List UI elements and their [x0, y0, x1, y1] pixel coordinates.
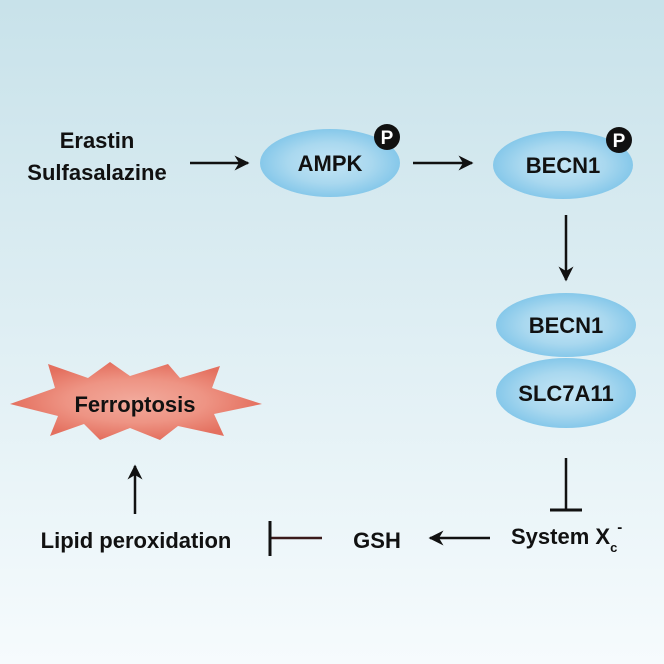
ferroptosis-label: Ferroptosis [74, 392, 195, 417]
complex-slc7a11-node [496, 358, 636, 428]
phospho-label: P [613, 131, 626, 152]
phospho-icon [606, 127, 632, 153]
phospho-icon [374, 124, 400, 150]
inhibit-complex-to-system-xc [550, 458, 582, 512]
ampk-label: AMPK [298, 151, 363, 176]
inducer-erastin: Erastin [60, 128, 135, 153]
gsh-label: GSH [353, 528, 401, 553]
complex-becn1-node [496, 293, 636, 357]
inducer-sulfasalazine: Sulfasalazine [27, 160, 166, 185]
inhibit-gsh-to-lipid-peroxidation [268, 521, 322, 556]
system-xc-label: System Xc- [511, 519, 622, 555]
becn1-node [493, 131, 633, 199]
complex-becn1-label: BECN1 [529, 313, 604, 338]
lipid-peroxidation-label: Lipid peroxidation [41, 528, 232, 553]
ampk-node [260, 129, 400, 197]
phospho-label: P [381, 128, 394, 149]
becn1-label: BECN1 [526, 153, 601, 178]
complex-slc7a11-label: SLC7A11 [518, 381, 613, 406]
ferroptosis-burst [10, 362, 262, 440]
